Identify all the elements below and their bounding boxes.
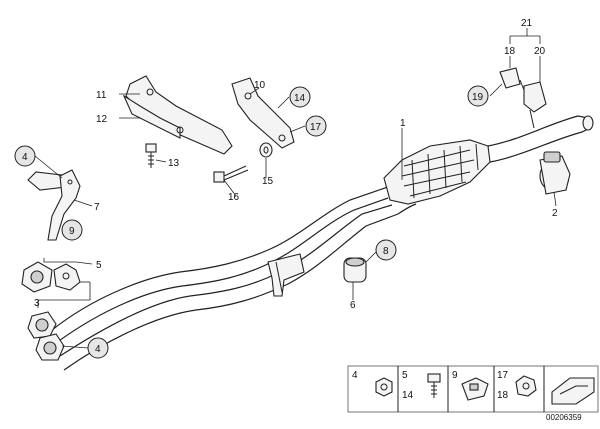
label-part-16: 16 <box>228 192 240 203</box>
legend-label-4: 4 <box>352 370 358 381</box>
label-part-8: 8 <box>383 246 389 257</box>
arrow-symbol-icon <box>551 377 595 405</box>
hex-nut-icon <box>515 375 537 397</box>
washer-15 <box>259 142 273 158</box>
rubber-mount-8 <box>343 257 367 283</box>
bolt-16 <box>213 165 249 183</box>
label-part-15: 15 <box>262 176 274 187</box>
exhaust-hanger <box>499 67 547 129</box>
label-part-14: 14 <box>294 93 306 104</box>
label-part-13: 13 <box>168 158 180 169</box>
bolt-13 <box>145 143 157 168</box>
document-id: 00206359 <box>546 413 582 422</box>
legend-label-17: 17 <box>497 370 509 381</box>
label-part-21: 21 <box>521 18 533 29</box>
callout-circles <box>14 85 489 359</box>
pipe-hanger-bracket <box>267 253 305 297</box>
part-labels: 1 2 3 4 4 5 6 7 8 9 10 11 12 13 14 15 16… <box>22 18 558 355</box>
clamp-2 <box>539 151 571 195</box>
leader-lines <box>34 28 557 349</box>
nut-icon <box>375 377 393 397</box>
label-part-4-bottom: 4 <box>95 344 101 355</box>
catalytic-converter <box>383 115 594 205</box>
bolt-icon <box>427 373 441 383</box>
label-part-2: 2 <box>552 208 558 219</box>
legend-label-18: 18 <box>497 390 509 401</box>
label-part-9: 9 <box>69 226 75 237</box>
label-part-11: 11 <box>96 90 107 101</box>
label-part-6: 6 <box>350 300 356 311</box>
label-part-3: 3 <box>34 298 40 309</box>
front-flanges <box>21 261 81 361</box>
label-part-19: 19 <box>472 92 484 103</box>
legend-label-9: 9 <box>452 370 458 381</box>
label-part-12: 12 <box>96 114 108 125</box>
label-part-1: 1 <box>400 118 406 129</box>
label-part-5: 5 <box>96 260 102 271</box>
legend-label-5: 5 <box>402 370 408 381</box>
label-part-4-top: 4 <box>22 152 28 163</box>
left-bracket-7 <box>27 169 81 241</box>
legend-label-14: 14 <box>402 390 414 401</box>
label-part-10: 10 <box>254 80 266 91</box>
label-part-20: 20 <box>534 46 546 57</box>
legend-strip: 4 5 14 9 17 18 <box>347 365 599 413</box>
label-part-7: 7 <box>94 202 100 213</box>
label-part-18: 18 <box>504 46 516 57</box>
front-pipe-assembly <box>51 179 417 371</box>
bracket-11-12 <box>122 75 233 155</box>
label-part-17: 17 <box>310 122 322 133</box>
